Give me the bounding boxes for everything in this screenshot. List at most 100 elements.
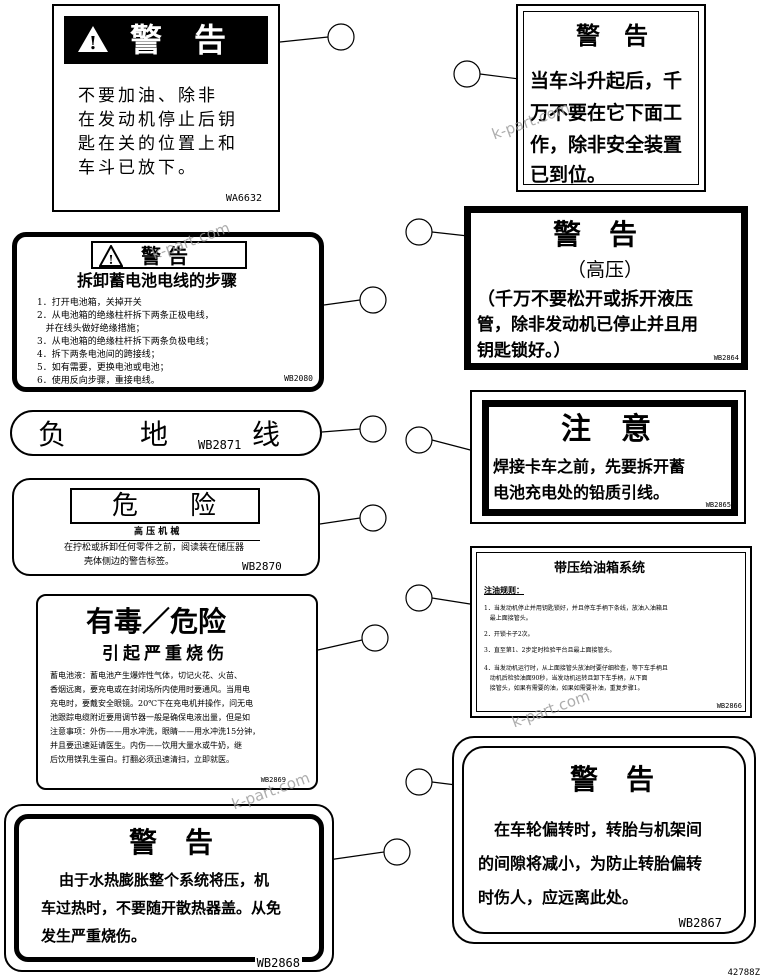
svg-text:!: !	[108, 253, 113, 267]
label-inner-border: 警 告 由于水热膨胀整个系统将压，机 车过热时，不要随开散热器盖。从免 发生严重…	[14, 814, 324, 962]
label-line: 最上面接管头。	[484, 615, 532, 622]
part-code: WA6632	[225, 193, 262, 204]
label-title: 带压给油箱系统	[554, 561, 646, 576]
part-code: WB2868	[254, 956, 302, 970]
item-balloon	[359, 286, 387, 314]
leader-line	[327, 851, 385, 861]
label-line: 匙在关的位置上和	[78, 134, 238, 154]
part-code: WB2867	[678, 916, 722, 930]
item-balloon	[359, 504, 387, 532]
leader-line	[323, 299, 361, 306]
label-line: 充电时，要戴安全眼镜。20℃下在充电机并操作，问无电	[50, 699, 254, 708]
label-subtitle: 高 压 机 械	[134, 527, 180, 537]
label-title: 警 告	[130, 21, 227, 59]
label-line: 4．拆下两条电池间的跨接线；	[37, 350, 160, 360]
label-line: 并在线头做好绝缘措施；	[37, 324, 145, 334]
label-danger-high-pressure: 危 险 高 压 机 械 在拧松或拆卸任何零件之前，阅读装在储压器 壳体侧边的警告…	[12, 478, 320, 576]
label-battery-removal: ! 警 告 拆卸蓄电池电线的步骤 1．打开电池箱，关掉开关 2．从电池箱的绝缘柱…	[12, 232, 324, 392]
label-section: 注油规则：	[484, 585, 524, 595]
part-code: WB2864	[713, 354, 739, 362]
leader-line	[279, 36, 329, 43]
label-title: 警 告	[129, 826, 214, 859]
label-toxic-danger: 有毒／危险 引起严重烧伤 蓄电池液：蓄电池产生爆炸性气体，切记火花、火苗、 香烟…	[36, 594, 318, 790]
label-line: 4．当发动机运行时，从上面接管头放油时要仔细检查，等下车手柄且	[484, 665, 668, 672]
item-balloon	[453, 60, 481, 88]
label-line: （千万不要松开或拆开液压	[477, 289, 693, 310]
leader-line	[431, 231, 469, 237]
part-code: WB2871	[198, 438, 242, 452]
label-line: 5．如有需要，更换电池或电池；	[37, 363, 169, 373]
label-line: 1．打开电池箱，关掉开关	[37, 298, 142, 308]
warning-title-bar: ! 警 告	[64, 16, 268, 64]
part-code: WB2869	[260, 776, 286, 784]
label-title: 警 告	[553, 218, 638, 251]
label-inner-border	[476, 552, 746, 712]
drawing-code: 42788Z	[727, 968, 760, 978]
warning-title-box: ! 警 告	[91, 241, 247, 269]
label-warning-wheel-clearance: 警 告 在车轮偏转时，转胎与机架间 的间隙将减小，为防止转胎偏转 时伤人，应远离…	[452, 736, 756, 944]
label-line: 3．从电池箱的绝缘柱杆拆下两条负极电线；	[37, 337, 214, 347]
item-balloon	[405, 426, 433, 454]
item-balloon	[359, 415, 387, 443]
label-subtitle: （高压）	[567, 259, 644, 281]
label-title: 警 告	[576, 21, 648, 50]
label-caution-welding: 注 意 焊接卡车之前，先要拆开蓄 电池充电处的铅质引线。 WB2865	[470, 390, 746, 524]
label-line: 2．开锁卡子2次。	[484, 631, 534, 638]
label-line: 6．使用反向步骤，重接电线。	[37, 376, 160, 386]
item-balloon	[327, 23, 355, 51]
label-inner-border	[523, 11, 699, 185]
label-line: 万不要在它下面工	[530, 102, 683, 124]
label-line: 钥匙锁好。）	[477, 341, 571, 361]
leader-line	[319, 517, 361, 525]
label-line: 当车斗升起后，千	[530, 70, 683, 92]
label-line: 动机后检验油面90秒，当发动机运转且卸下车手柄，从下面	[484, 675, 648, 682]
part-code: WB2865	[705, 501, 731, 509]
part-code: WB2080	[284, 374, 313, 383]
label-char: 地	[140, 418, 169, 451]
label-line: 香烟远离，要充电或在封闭场所内使用时要通风。当用电	[50, 685, 250, 694]
label-char: 线	[252, 418, 281, 451]
label-line: 并且要迅速延请医生。内伤——饮用大量水或牛奶，继	[50, 741, 242, 750]
part-code: WB2870	[242, 560, 282, 573]
label-inner-border: 注 意 焊接卡车之前，先要拆开蓄 电池充电处的铅质引线。 WB2865	[482, 400, 738, 516]
label-line: 时伤人，应远离此处。	[478, 888, 639, 907]
label-line: 发生严重烧伤。	[41, 927, 147, 945]
leader-line	[321, 428, 361, 433]
item-balloon	[405, 218, 433, 246]
label-line: 不要加油、除非	[78, 86, 218, 106]
label-line: 2．从电池箱的绝缘柱杆拆下两条正极电线，	[37, 311, 214, 321]
label-line: 注意事项：外伤——用水冲洗，眼睛——用水冲洗15分钟，	[50, 727, 261, 736]
label-line: 已到位。	[530, 164, 607, 186]
leader-line	[431, 597, 471, 605]
item-balloon	[405, 768, 433, 796]
item-balloon	[361, 624, 389, 652]
divider	[70, 540, 260, 541]
label-line: 1．当发动机停止并用钥匙锁好，并且停车手柄下条线，放油入油箱且	[484, 605, 668, 612]
label-line: 作，除非安全装置	[530, 134, 683, 156]
label-inner-border: 警 告 在车轮偏转时，转胎与机架间 的间隙将减小，为防止转胎偏转 时伤人，应远离…	[462, 746, 746, 934]
label-line: 由于水热膨胀整个系统将压，机	[59, 871, 270, 889]
label-title: 警 告	[141, 244, 188, 268]
label-subtitle: 引起严重烧伤	[102, 644, 228, 664]
label-title: 危 险	[112, 491, 217, 521]
danger-title-box: 危 险	[70, 488, 260, 524]
label-warning-radiator: 警 告 由于水热膨胀整个系统将压，机 车过热时，不要随开散热器盖。从免 发生严重…	[4, 804, 334, 972]
warning-triangle-icon: !	[99, 245, 123, 267]
item-balloon	[405, 584, 433, 612]
part-code: WB2866	[716, 702, 742, 710]
label-line: 3．直至第1、2步定时检验平台且最上面接管头。	[484, 647, 616, 654]
label-line: 接管头，如果有需要的油，如果如需要补油，重复步骤1。	[484, 685, 644, 692]
label-title: 注 意	[561, 412, 651, 447]
label-line: 焊接卡车之前，先要拆开蓄	[493, 457, 686, 476]
label-title: 警 告	[570, 763, 655, 796]
warning-triangle-icon: !	[78, 26, 108, 54]
label-subtitle: 拆卸蓄电池电线的步骤	[77, 271, 238, 290]
svg-text:!: !	[89, 33, 97, 54]
label-ground-wire: 负 地 WB2871 线	[10, 410, 322, 456]
label-warning-refuel: ! 警 告 不要加油、除非 在发动机停止后钥 匙在关的位置上和 车斗已放下。 W…	[52, 4, 280, 212]
leader-line	[317, 639, 363, 651]
label-line: 壳体侧边的警告标签。	[84, 557, 175, 567]
label-warning-bucket: 警 告 当车斗升起后，千 万不要在它下面工 作，除非安全装置 已到位。	[516, 4, 706, 192]
label-line: 的间隙将减小，为防止转胎偏转	[478, 854, 703, 873]
